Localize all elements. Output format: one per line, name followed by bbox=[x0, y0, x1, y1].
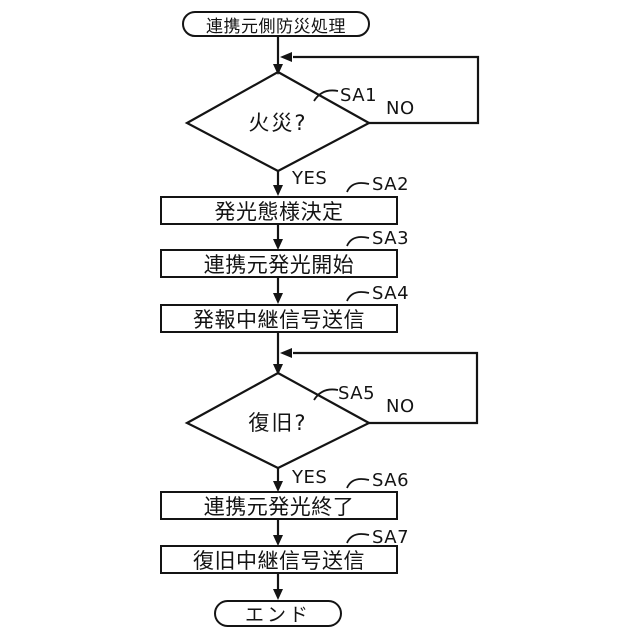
arrowhead-down-sa2 bbox=[273, 185, 283, 196]
branch-label-yes-sa1: YES bbox=[292, 168, 328, 189]
arrowhead-down-sa4 bbox=[273, 293, 283, 304]
step-label-sa5: SA5 bbox=[338, 383, 376, 404]
step-label-sa6: SA6 bbox=[372, 470, 410, 491]
leader-sa4 bbox=[346, 291, 370, 302]
arrowhead-down-end bbox=[273, 589, 283, 600]
step-label-sa2: SA2 bbox=[372, 174, 410, 195]
branch-label-no-sa5: NO bbox=[386, 396, 415, 417]
arrowhead-down-sa6 bbox=[273, 481, 283, 492]
arrowhead-down-sa3 bbox=[273, 239, 283, 250]
arrowhead-left-loop1 bbox=[280, 52, 292, 62]
process-sa2: 発光態様決定 bbox=[160, 196, 398, 225]
terminal-end: エンド bbox=[214, 600, 342, 627]
decision-sa5-label: 復旧? bbox=[248, 411, 308, 435]
arrowhead-down-sa5 bbox=[273, 364, 283, 375]
arrowhead-left-loop2 bbox=[280, 348, 292, 358]
branch-label-yes-sa5: YES bbox=[292, 467, 328, 488]
leader-sa3 bbox=[346, 236, 370, 247]
decision-sa1-label: 火災? bbox=[248, 111, 308, 135]
edge-no-loop-sa1 bbox=[293, 55, 480, 125]
process-sa6: 連携元発光終了 bbox=[160, 491, 398, 520]
step-label-sa3: SA3 bbox=[372, 228, 410, 249]
branch-label-no-sa1: NO bbox=[386, 98, 415, 119]
process-sa3: 連携元発光開始 bbox=[160, 249, 398, 278]
step-label-sa4: SA4 bbox=[372, 283, 410, 304]
step-label-sa7: SA7 bbox=[372, 527, 410, 548]
process-sa7: 復旧中継信号送信 bbox=[160, 545, 398, 574]
leader-sa7 bbox=[346, 533, 370, 544]
edge-no-loop-sa5 bbox=[293, 351, 479, 425]
leader-sa6 bbox=[346, 478, 370, 489]
leader-sa1 bbox=[313, 89, 339, 102]
leader-sa5 bbox=[313, 388, 339, 401]
terminal-start: 連携元側防災処理 bbox=[182, 11, 370, 37]
arrowhead-down-sa7 bbox=[273, 535, 283, 546]
process-sa4: 発報中継信号送信 bbox=[160, 304, 398, 333]
leader-sa2 bbox=[346, 182, 370, 193]
arrowhead-down-sa1 bbox=[273, 64, 283, 75]
step-label-sa1: SA1 bbox=[340, 85, 378, 106]
